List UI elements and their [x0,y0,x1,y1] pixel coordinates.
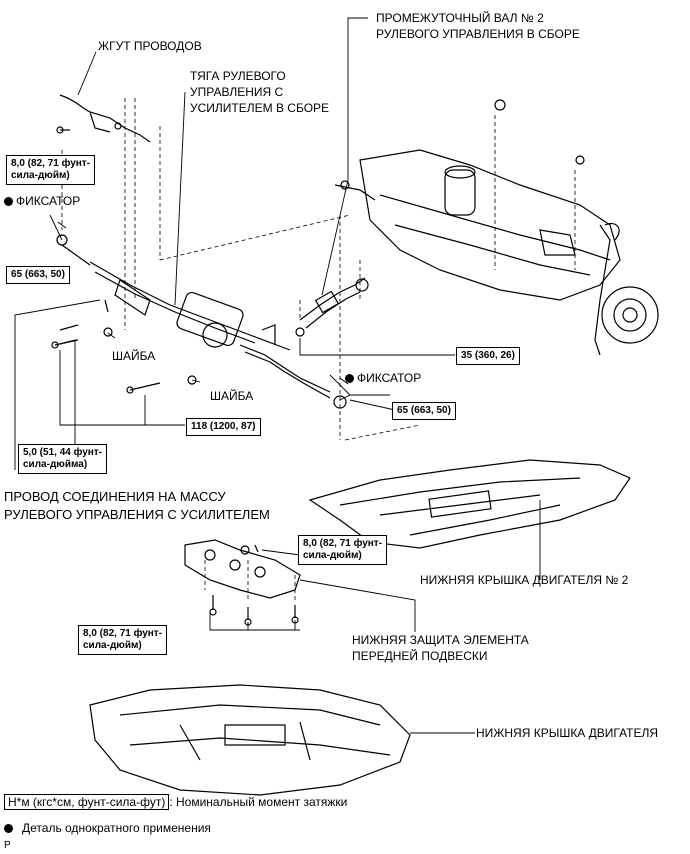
torque-guard-bolt-1: 8,0 (82, 71 фунт- сила-дюйм) [298,535,388,565]
rack-bolts [51,299,197,394]
label-wire-harness: ЖГУТ ПРОВОДОВ [98,39,202,53]
steering-rack [56,234,347,409]
steering-knuckle-hub [494,99,659,356]
label-intermediate-shaft: ПРОМЕЖУТОЧНЫЙ ВАЛ № 2 РУЛЕВОГО УПРАВЛЕНИ… [376,11,580,41]
label-suspension-guard: НИЖНЯЯ ЗАЩИТА ЭЛЕМЕНТА ПЕРЕДНЕЙ ПОДВЕСКИ [352,633,529,663]
single-use-marker-icon [345,374,354,384]
alignment-lines [61,98,576,600]
legend-torque-desc: : Номинальный момент затяжки [169,795,348,809]
label-washer-2: ШАЙБА [210,389,254,403]
label-ground-wire: ПРОВОД СОЕДИНЕНИЯ НА МАССУ РУЛЕВОГО УПРА… [4,489,270,522]
legend-single-use: Деталь однократного применения [4,820,211,836]
torque-shaft-bolt: 35 (360, 26) [456,347,520,365]
legend-single-use-text: Деталь однократного применения [22,821,211,835]
wire-harness [56,94,151,143]
leader-lines [14,17,541,734]
label-engine-cover: НИЖНЯЯ КРЫШКА ДВИГАТЕЛЯ [476,726,659,740]
corner-mark: P [4,840,11,851]
label-steering-link: ТЯГА РУЛЕВОГО УПРАВЛЕНИЯ С УСИЛИТЕЛЕМ В … [190,69,330,115]
torque-rack-bolt: 118 (1200, 87) [186,418,261,436]
label-engine-cover-2: НИЖНЯЯ КРЫШКА ДВИГАТЕЛЯ № 2 [420,573,629,587]
torque-guard-bolt-2: 8,0 (82, 71 фунт- сила-дюйм) [78,625,168,655]
retainer-left-text: ФИКСАТОР [16,194,81,208]
label-washer-1: ШАЙБА [112,349,156,363]
fixator-pins [57,221,349,385]
torque-harness-bolt: 8,0 (82, 71 фунт- сила-дюйм) [6,155,96,185]
torque-tie-rod-right: 65 (663, 50) [392,402,456,420]
label-retainer-left: ФИКСАТОР [4,193,80,209]
legend-torque: Н*м (кгс*см, фунт-сила-фут): Номинальный… [4,794,347,810]
intermediate-shaft [295,277,369,337]
label-retainer-right: ФИКСАТОР [345,370,421,386]
legend-torque-unit: Н*м (кгс*см, фунт-сила-фут) [4,794,170,810]
single-use-marker-icon [4,197,13,207]
torque-ground-bolt: 5,0 (51, 44 фунт- сила-дюйма) [18,444,108,474]
front-crossmember [334,149,621,301]
engine-under-cover-shape [89,684,411,796]
single-use-marker-icon [4,824,13,834]
torque-tie-rod-left: 65 (663, 50) [6,266,70,284]
retainer-right-text: ФИКСАТОР [357,371,422,385]
